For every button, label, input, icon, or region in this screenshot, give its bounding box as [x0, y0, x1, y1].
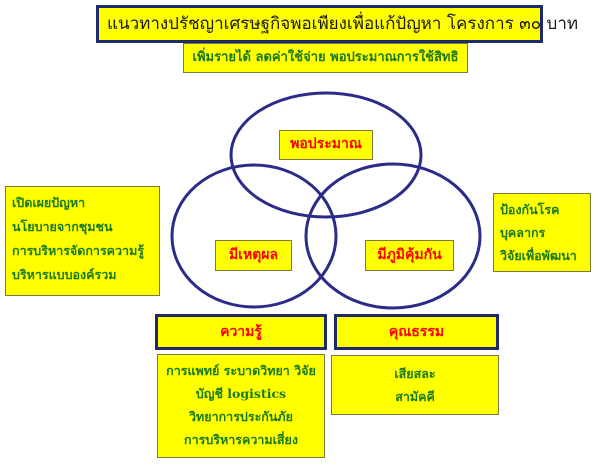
list-item: ป้องกันโรค	[500, 202, 560, 217]
list-item: บุคลากร	[500, 225, 546, 240]
virtue-list: เสียสละ สามัคคี	[331, 355, 499, 415]
circle-label-immunity: มีภูมิคุ้มกัน	[365, 240, 454, 271]
circle-label-moderation: พอประมาณ	[279, 130, 373, 160]
venn-circle-top	[229, 91, 423, 219]
list-item: นโยบายจากชุมชน	[12, 219, 113, 234]
knowledge-list: การแพทย์ ระบาดวิทยา วิจัย บัญชี logistic…	[157, 354, 325, 458]
list-item: เสียสละ	[394, 366, 436, 381]
page-title: แนวทางปรัชญาเศรษฐกิจพอเพียงเพื่อแก้ปัญหา…	[96, 5, 578, 43]
circle-label-reasonableness: มีเหตุผล	[215, 240, 292, 271]
knowledge-header: ความรู้	[155, 314, 327, 350]
list-item: วิจัยเพื่อพัฒนา	[500, 248, 577, 263]
left-info-box: เปิดเผยปัญหา นโยบายจากชุมชน การบริหารจัด…	[5, 186, 160, 296]
list-item: วิทยาการประกันภัย	[189, 409, 293, 424]
venn-circle-right	[304, 162, 482, 310]
subtitle-banner: เพิ่มรายได้ ลดค่าใช้จ่าย พอประมาณการใช้ส…	[183, 43, 468, 73]
virtue-header: คุณธรรม	[334, 314, 499, 350]
list-item: การแพทย์ ระบาดวิทยา วิจัย	[166, 363, 316, 378]
venn-circle-left	[170, 163, 338, 309]
list-item: การบริหารจัดการความรู้	[12, 243, 145, 258]
list-item: บริหารแบบองค์รวม	[12, 267, 117, 282]
list-item: การบริหารความเสี่ยง	[184, 432, 298, 447]
right-info-box: ป้องกันโรค บุคลากร วิจัยเพื่อพัฒนา	[493, 193, 591, 272]
list-item: บัญชี logistics	[195, 386, 287, 401]
list-item: สามัคคี	[395, 389, 435, 404]
list-item: เปิดเผยปัญหา	[12, 195, 86, 210]
